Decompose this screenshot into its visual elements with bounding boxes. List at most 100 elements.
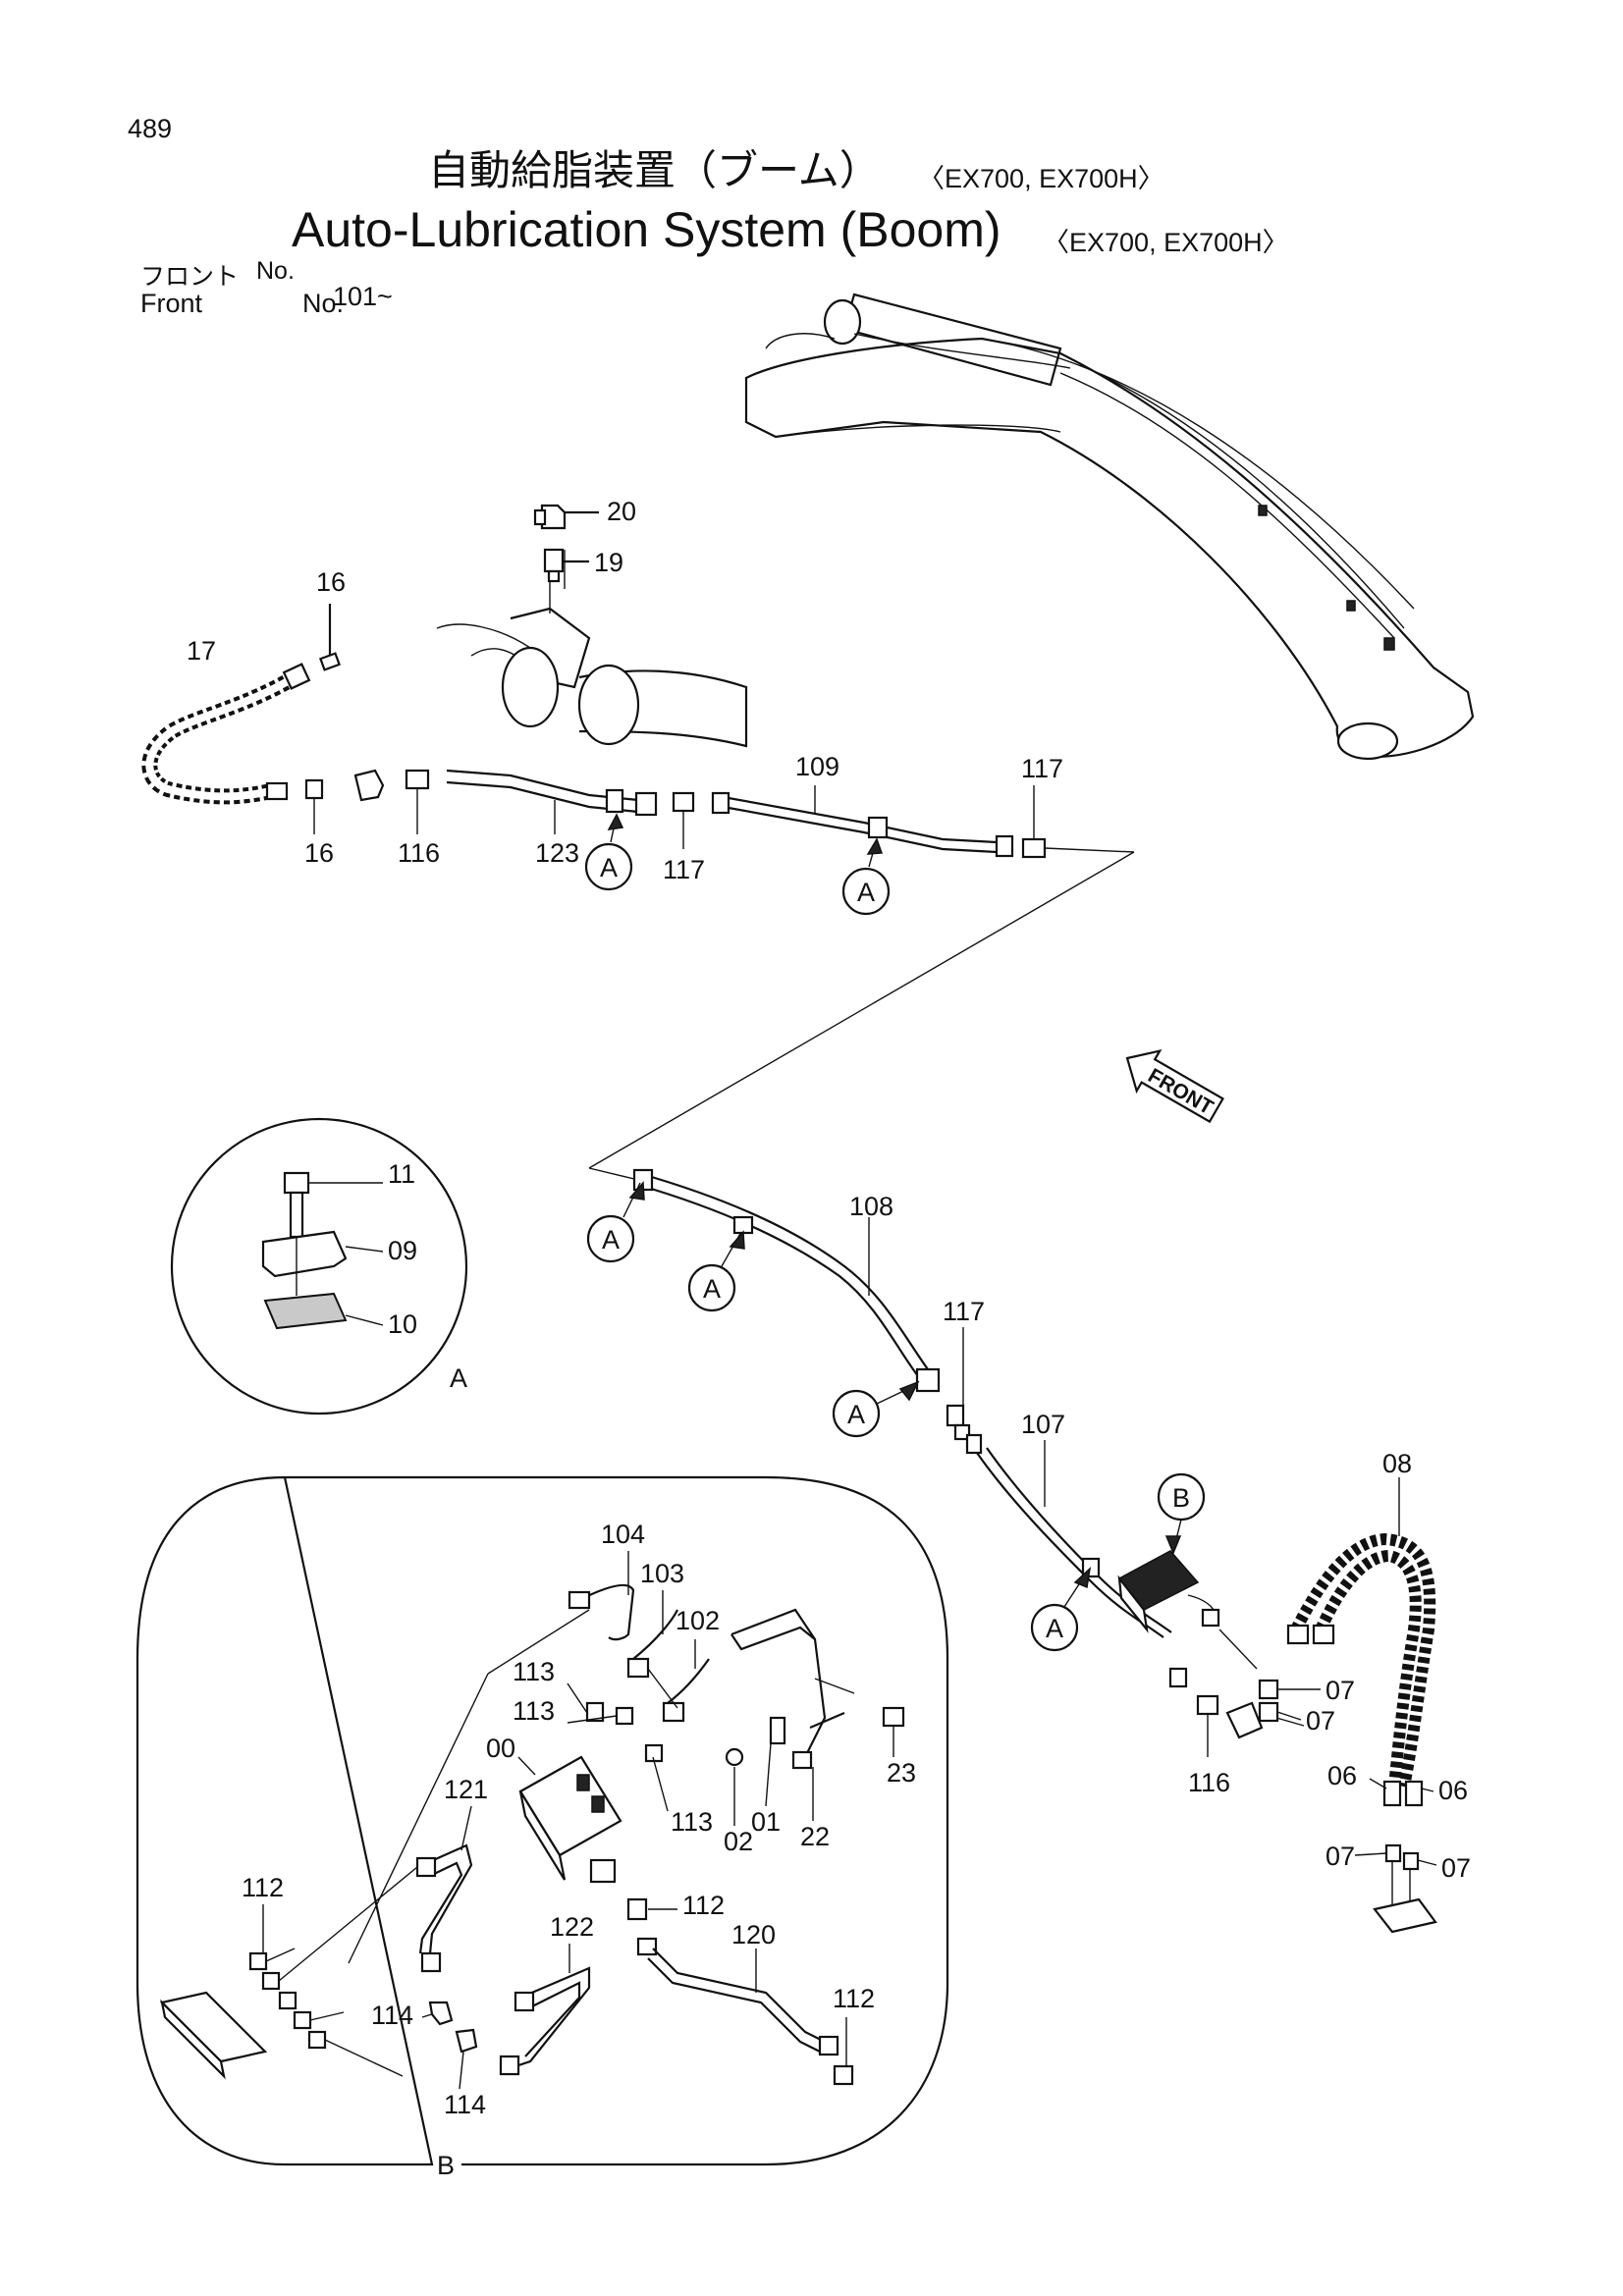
label-117-top-a: 117	[663, 855, 705, 884]
ref-a-letter-6: A	[1046, 1614, 1063, 1643]
label-112-a: 112	[242, 1873, 284, 1902]
label-113-b: 113	[513, 1696, 555, 1726]
elbows-114	[428, 2001, 478, 2054]
label-07-b: 07	[1306, 1706, 1335, 1735]
label-114-a: 114	[371, 2001, 413, 2030]
label-16-bottom: 16	[304, 838, 334, 868]
ref-circle-a-108-left	[586, 1181, 645, 1263]
label-22: 22	[800, 1822, 830, 1851]
label-103: 103	[640, 1559, 684, 1588]
grease-nipple-16-bottom	[304, 778, 324, 834]
title-japanese: 自動給脂装置（ブーム）	[428, 146, 881, 194]
label-07-c: 07	[1325, 1842, 1355, 1871]
detail-b-label: B	[437, 2151, 455, 2180]
manifold-b	[1117, 1550, 1258, 1670]
label-17: 17	[187, 636, 216, 666]
label-20: 20	[607, 497, 636, 526]
ref-a-letter-2: A	[857, 878, 875, 907]
label-113-c: 113	[671, 1807, 713, 1837]
fitting-117-top-a	[672, 791, 695, 849]
label-10: 10	[388, 1309, 417, 1339]
ref-a-letter-4: A	[703, 1274, 721, 1304]
detail-a-label: A	[450, 1363, 467, 1393]
hose-17	[141, 663, 311, 805]
front-label-japanese: フロント	[140, 262, 240, 291]
detail-b-pipes	[568, 1583, 905, 1770]
detail-a	[170, 1117, 468, 1415]
label-122: 122	[550, 1912, 594, 1942]
label-06-b: 06	[1438, 1776, 1468, 1805]
pipe-109	[711, 785, 1014, 858]
ref-circle-a-109	[841, 837, 891, 916]
label-121: 121	[444, 1775, 488, 1804]
ref-circle-b	[1157, 1472, 1206, 1555]
front-no-japanese: No.	[256, 257, 295, 285]
ref-a-letter-5: A	[847, 1400, 865, 1429]
manifold-bar-112	[159, 1866, 418, 2080]
label-19: 19	[594, 548, 623, 577]
page-number: 489	[128, 114, 173, 143]
label-117-mid: 117	[943, 1297, 985, 1326]
block-piece	[353, 769, 385, 802]
connection-line-end	[588, 1167, 639, 1181]
hose-ends-06	[1369, 1778, 1434, 1807]
label-01: 01	[751, 1807, 781, 1837]
title-english-models: 〈EX700, EX700H〉	[1043, 228, 1289, 257]
label-112-b: 112	[682, 1891, 725, 1920]
boom-overview	[744, 293, 1475, 761]
label-109: 109	[795, 752, 839, 781]
pipe-122	[499, 1966, 591, 2076]
ref-b-letter: B	[1172, 1483, 1190, 1513]
front-number-range: 101~	[333, 282, 393, 311]
label-08: 08	[1382, 1449, 1412, 1478]
connection-line	[588, 851, 1135, 1169]
ref-a-letter-3: A	[602, 1225, 620, 1255]
ref-circle-a-108-low	[832, 1380, 920, 1438]
label-123: 123	[535, 838, 579, 868]
front-arrow-icon	[1125, 1048, 1224, 1124]
pipe-120	[636, 1937, 854, 2086]
ref-circle-a-107	[1030, 1566, 1092, 1652]
title-english: Auto-Lubrication System (Boom)	[292, 202, 1001, 257]
label-120: 120	[731, 1920, 776, 1949]
label-112-c: 112	[833, 1984, 875, 2013]
label-06-a: 06	[1327, 1761, 1357, 1790]
fitting-20	[533, 504, 599, 530]
part-labels: 20 19 16 17 16 116 123 117 109 117 11 09…	[187, 497, 1471, 2119]
pipe-108	[632, 1168, 941, 1393]
label-02: 02	[724, 1827, 753, 1856]
fitting-116-right	[1196, 1694, 1219, 1757]
label-09: 09	[388, 1236, 417, 1265]
connector-07-pair	[1225, 1679, 1321, 1739]
label-107: 107	[1021, 1410, 1065, 1439]
label-07-d: 07	[1441, 1853, 1471, 1883]
label-117-top-b: 117	[1021, 754, 1063, 783]
boom-foot-detail	[436, 550, 748, 748]
label-16-top: 16	[316, 567, 346, 597]
ref-circle-a-108-mid	[687, 1230, 745, 1312]
detail-b	[135, 1475, 949, 2166]
ref-circle-a-123	[584, 813, 633, 891]
ref-a-letter-1: A	[600, 853, 618, 882]
label-108: 108	[849, 1192, 893, 1221]
base-plate-07	[1354, 1843, 1437, 1934]
label-07-a: 07	[1325, 1676, 1355, 1705]
label-00: 00	[486, 1734, 515, 1763]
label-114-b: 114	[444, 2090, 486, 2119]
label-116-top: 116	[398, 838, 440, 868]
label-11: 11	[388, 1159, 415, 1189]
distributor-block-00	[518, 1701, 664, 1921]
label-104: 104	[601, 1520, 645, 1549]
front-no-english: No.	[302, 289, 345, 318]
front-label-english: Front	[140, 289, 203, 318]
fitting-19	[543, 548, 589, 583]
fitting-116-top	[405, 769, 430, 834]
pipe-121	[415, 1843, 473, 1973]
fitting-117-top-b	[1021, 785, 1135, 859]
grease-nipple-16-top	[319, 604, 341, 671]
hose-08	[1286, 1477, 1436, 1789]
title-japanese-models: 〈EX700, EX700H〉	[918, 164, 1164, 193]
label-23: 23	[887, 1758, 916, 1788]
label-116-right: 116	[1188, 1768, 1230, 1797]
